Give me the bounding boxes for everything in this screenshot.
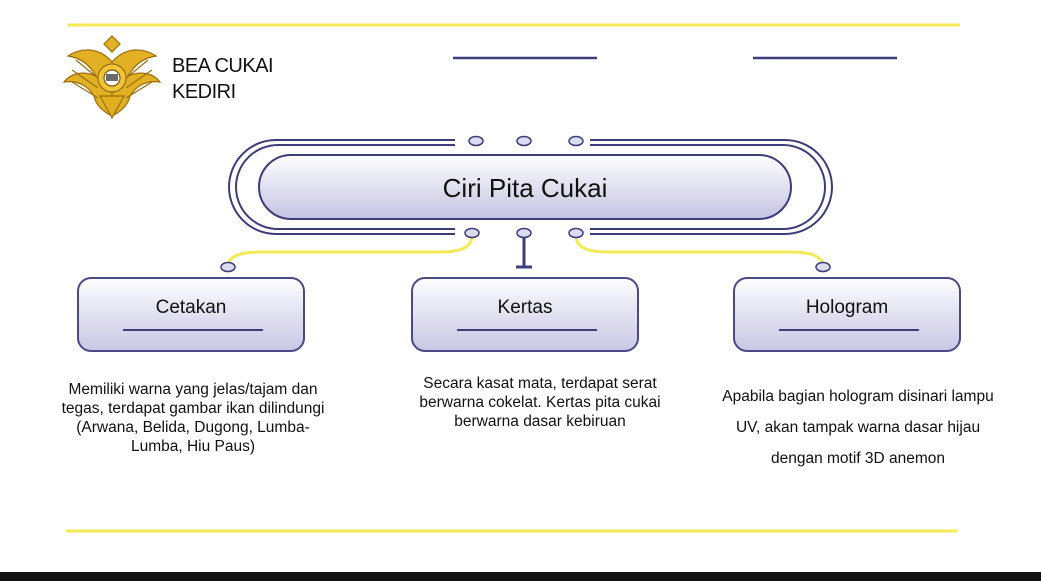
branch-description-hologram: Apabila bagian hologram disinari lampu U… xyxy=(722,388,994,467)
branch-label: Cetakan xyxy=(155,297,227,318)
frame-dot xyxy=(516,135,532,147)
diagram-title: Ciri Pita Cukai xyxy=(442,173,608,203)
branch-underline xyxy=(123,329,263,331)
brand-name: BEA CUKAI KEDIRI xyxy=(172,53,274,105)
frame-dot xyxy=(468,135,484,147)
connector-hologram xyxy=(574,235,825,267)
connector-dot xyxy=(516,227,532,239)
title-frame-left-inner xyxy=(235,144,455,230)
title-frame-right-outer xyxy=(590,139,833,235)
connector-cetakan xyxy=(226,235,474,267)
connector-dot xyxy=(464,227,480,239)
branch-underline xyxy=(457,329,597,331)
frame-dot xyxy=(568,135,584,147)
branch-box-kertas: Kertas xyxy=(411,277,639,352)
screen-bottom-bar xyxy=(0,572,1041,581)
title-frame-left-outer xyxy=(228,139,455,235)
connector-dot xyxy=(220,261,236,273)
bea-cukai-emblem-icon xyxy=(62,35,162,120)
branch-label: Kertas xyxy=(497,297,553,318)
diagram-title-box: Ciri Pita Cukai xyxy=(258,154,792,220)
brand-line-1: BEA CUKAI xyxy=(172,55,274,77)
branch-underline xyxy=(779,329,919,331)
branch-label: Hologram xyxy=(805,297,889,318)
connector-dot xyxy=(815,261,831,273)
branch-box-cetakan: Cetakan xyxy=(77,277,305,352)
branch-description-cetakan: Memiliki warna yang jelas/tajam dan tega… xyxy=(61,381,325,455)
connector-dot xyxy=(568,227,584,239)
brand-line-2: KEDIRI xyxy=(172,81,236,103)
branch-box-hologram: Hologram xyxy=(733,277,961,352)
branch-description-kertas: Secara kasat mata, terdapat serat berwar… xyxy=(419,375,661,430)
title-frame-right-inner xyxy=(590,144,826,230)
